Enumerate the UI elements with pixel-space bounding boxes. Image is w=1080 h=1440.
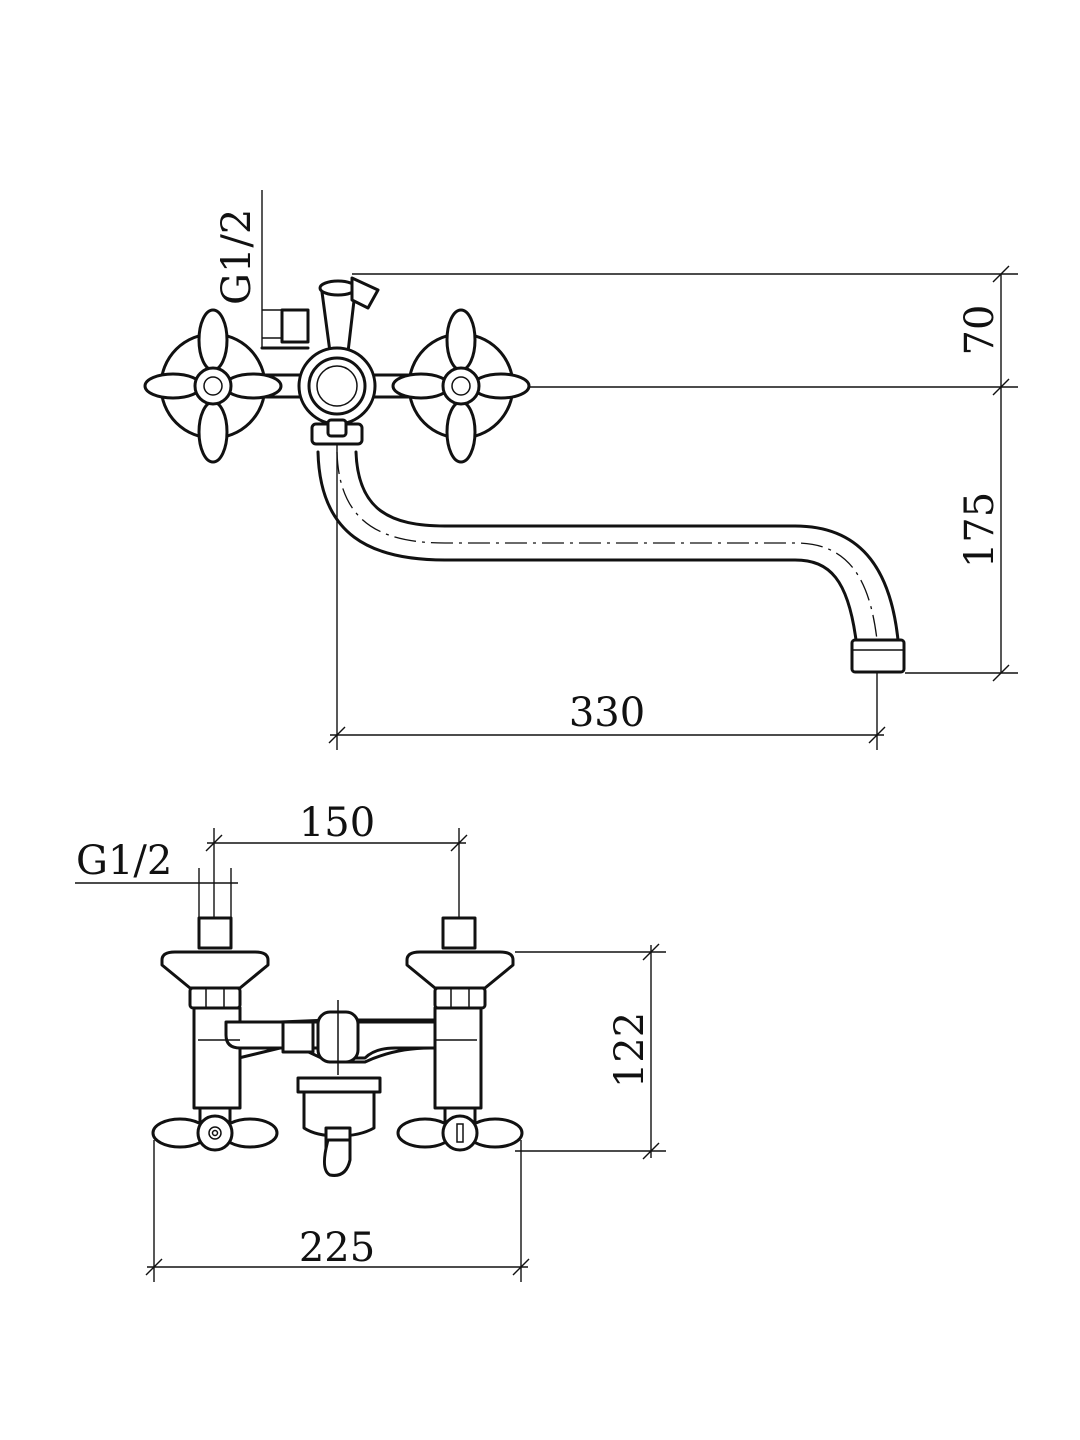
front-inlet-stubs [197,916,477,950]
top-vertical-dimensions [352,265,1018,682]
central-diverter-body [297,276,380,446]
front-wall-flanges [160,950,515,990]
top-dim-175-label: 175 [957,492,1003,568]
top-horizontal-dimension [328,420,886,750]
front-view: G1/2 150 122 225 [75,800,666,1282]
front-height-dimension [515,943,666,1160]
front-dim-122-label: 122 [607,1012,653,1088]
front-dim-225-label: 225 [299,1225,375,1271]
front-right-handle [396,1114,524,1152]
top-dim-70-label: 70 [957,305,1003,356]
front-spacing-dimension [205,828,468,920]
right-cross-handle [391,308,531,464]
top-dim-330-label: 330 [569,690,645,736]
left-cross-handle [143,308,283,464]
front-thread-leader [75,868,238,918]
front-left-handle [151,1114,279,1152]
front-nuts [188,986,487,1010]
front-thread-label: G1/2 [76,838,172,884]
top-inlet-stub [260,308,310,350]
top-view: G1/2 70 175 330 [143,190,1018,750]
front-spout-housing [296,1076,382,1177]
top-thread-leader [261,190,282,348]
spout [316,450,906,674]
front-dim-150-label: 150 [299,800,375,846]
front-width-dimension [145,1140,530,1282]
top-thread-label: G1/2 [214,209,260,305]
